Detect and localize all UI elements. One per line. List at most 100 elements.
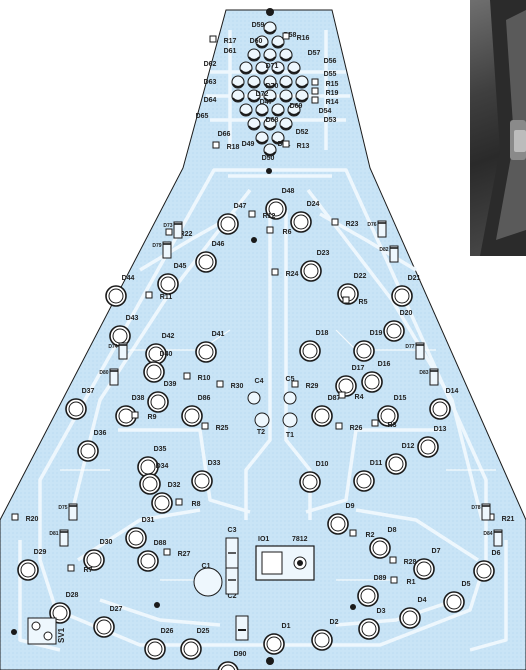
led-label: D46	[212, 241, 225, 248]
led-pad-inner	[266, 636, 282, 652]
resistor-pad	[212, 141, 220, 149]
led-pad-inner	[314, 408, 330, 424]
regulator-ref-label: IO1	[258, 536, 269, 543]
resistor-label: R9	[148, 414, 157, 421]
small-diode-label: D80	[99, 370, 108, 376]
small-diode-label: D82	[379, 247, 388, 253]
led-label: D72	[256, 91, 269, 98]
led-pad-inner	[338, 378, 354, 394]
led-label: D71	[266, 63, 279, 70]
led-pad-inner	[198, 254, 214, 270]
resistor-pad	[216, 380, 224, 388]
led-label: D47	[260, 99, 273, 106]
cluster-led-flat	[264, 56, 276, 61]
led-label: D43	[126, 315, 139, 322]
led-label: D4	[418, 597, 427, 604]
led-label: D90	[234, 651, 247, 658]
led-label: D37	[82, 388, 95, 395]
small-diode-body	[59, 529, 69, 547]
led-label: D32	[168, 482, 181, 489]
resistor-pad	[335, 422, 343, 430]
led-label: D44	[122, 275, 135, 282]
resistor-pad	[11, 513, 19, 521]
cluster-led-flat	[248, 83, 260, 88]
cluster-led-flat	[240, 111, 252, 116]
component-label: C1	[202, 563, 211, 570]
led-label: D56	[324, 58, 337, 65]
led-label: D38	[132, 395, 145, 402]
resistor-pad	[291, 380, 299, 388]
led-label: D87	[328, 395, 341, 402]
led-label: D2	[330, 619, 339, 626]
led-label: D20	[400, 310, 413, 317]
capacitor-c3	[225, 537, 239, 569]
resistor-pad	[338, 391, 346, 399]
resistor-pad	[342, 296, 350, 304]
resistor-label: R18	[227, 144, 240, 151]
small-diode-body	[173, 221, 183, 239]
led-label: D16	[378, 361, 391, 368]
resistor-label: R12	[263, 213, 276, 220]
resistor-label: R15	[326, 81, 339, 88]
resistor-label: R7	[84, 567, 93, 574]
resistor-label: R19	[326, 90, 339, 97]
led-label: D13	[434, 426, 447, 433]
led-pad-inner	[160, 276, 176, 292]
led-label: D15	[394, 395, 407, 402]
resistor-label: R13	[297, 143, 310, 150]
cluster-led-flat	[232, 97, 244, 102]
led-label: D36	[94, 430, 107, 437]
led-label: D86	[198, 395, 211, 402]
small-diode-body	[429, 368, 439, 386]
led-pad-inner	[220, 216, 236, 232]
led-label: D35	[154, 446, 167, 453]
resistor-pad	[209, 35, 217, 43]
led-label: D8	[388, 527, 397, 534]
led-label: D41	[212, 331, 225, 338]
resistor-pad	[390, 576, 398, 584]
led-label: D57	[308, 50, 321, 57]
resistor-pad	[175, 498, 183, 506]
cluster-led-flat	[264, 29, 276, 34]
small-diode-label: D83	[419, 370, 428, 376]
led-pad-inner	[184, 408, 200, 424]
resistor-label: R26	[350, 425, 363, 432]
led-label: D40	[160, 351, 173, 358]
cluster-led-flat	[272, 69, 284, 74]
cluster-led-flat	[256, 111, 268, 116]
led-label: D66	[218, 131, 231, 138]
led-label: D62	[204, 61, 217, 68]
led-pad-inner	[293, 214, 309, 230]
led-pad-inner	[147, 641, 163, 657]
cluster-led-flat	[272, 139, 284, 144]
small-diode-body	[109, 368, 119, 386]
led-pad-inner	[420, 439, 436, 455]
small-diode-label: D84	[483, 531, 492, 537]
led-label: D58	[284, 32, 297, 39]
resistor-label: R30	[231, 383, 244, 390]
pcb-board	[0, 9, 526, 670]
led-pad-inner	[314, 632, 330, 648]
led-label: D21	[408, 275, 421, 282]
led-pad-inner	[86, 552, 102, 568]
resistor-label: R1	[407, 579, 416, 586]
led-label: D68	[266, 117, 279, 124]
led-pad-inner	[108, 288, 124, 304]
led-label: D30	[100, 539, 113, 546]
resistor-pad	[183, 372, 191, 380]
led-label: D63	[204, 79, 217, 86]
led-label: D70	[266, 83, 279, 90]
led-pad-inner	[140, 553, 156, 569]
component-label: T1	[286, 432, 294, 439]
cluster-led-flat	[280, 125, 292, 130]
resistor-label: R28	[404, 559, 417, 566]
resistor-pad	[266, 226, 274, 234]
led-pad-inner	[80, 443, 96, 459]
led-pad-inner	[380, 408, 396, 424]
component-label: T2	[257, 429, 265, 436]
small-diode-body	[118, 342, 128, 360]
cluster-led-flat	[280, 83, 292, 88]
small-diode-body	[377, 220, 387, 238]
resistor-label: R4	[355, 394, 364, 401]
